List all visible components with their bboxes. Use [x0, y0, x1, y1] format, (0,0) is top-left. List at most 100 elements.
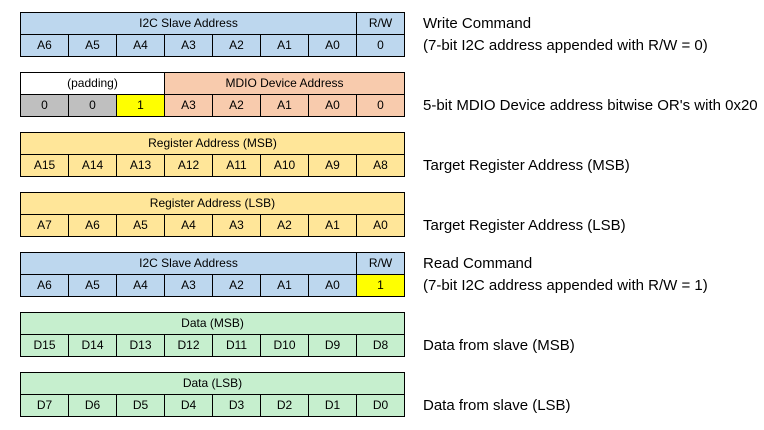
field-header-cell: Register Address (MSB): [20, 132, 405, 155]
bit-cell: A1: [308, 214, 357, 237]
row-description: 5-bit MDIO Device address bitwise OR's w…: [423, 95, 758, 117]
field-header-cell: R/W: [356, 252, 405, 275]
bit-cell: D6: [68, 394, 117, 417]
bit-cell: A0: [356, 214, 405, 237]
bit-cell: A2: [212, 34, 261, 57]
row-description: Write Command (7-bit I2C address appended…: [423, 13, 708, 57]
field-header-cell: (padding): [20, 72, 165, 95]
bit-cell: A5: [68, 274, 117, 297]
bit-cell: 0: [68, 94, 117, 117]
bit-cell: A14: [68, 154, 117, 177]
field-header-cell: I2C Slave Address: [20, 252, 357, 275]
field-header-cell: Register Address (LSB): [20, 192, 405, 215]
row-description: Target Register Address (MSB): [423, 155, 630, 177]
bit-cell: A12: [164, 154, 213, 177]
field-header-row: Data (LSB): [20, 372, 405, 395]
bit-cell: A2: [212, 274, 261, 297]
bit-cell: D11: [212, 334, 261, 357]
bit-cell: A3: [164, 274, 213, 297]
bit-cell: 1: [116, 94, 165, 117]
bit-cell: D15: [20, 334, 69, 357]
bit-cell: D10: [260, 334, 309, 357]
bit-cell: D0: [356, 394, 405, 417]
bit-cell: A3: [164, 34, 213, 57]
bit-cell: D2: [260, 394, 309, 417]
row-description-line: Target Register Address (MSB): [423, 157, 630, 174]
field-header-cell: Data (MSB): [20, 312, 405, 335]
bit-cell: A6: [20, 34, 69, 57]
bit-cell: A3: [212, 214, 261, 237]
bit-cell: A9: [308, 154, 357, 177]
field-header-cell: MDIO Device Address: [164, 72, 405, 95]
bit-cell: A6: [20, 274, 69, 297]
bit-cell: A4: [164, 214, 213, 237]
row-description: Data from slave (MSB): [423, 335, 575, 357]
row-description: Data from slave (LSB): [423, 395, 571, 417]
bit-cell: A0: [308, 34, 357, 57]
row-description-line: 5-bit MDIO Device address bitwise OR's w…: [423, 97, 758, 114]
bit-cell: A1: [260, 94, 309, 117]
row-description-line: Target Register Address (LSB): [423, 217, 626, 234]
row-description-line: (7-bit I2C address appended with R/W = 0…: [423, 37, 708, 54]
bit-cell: A8: [356, 154, 405, 177]
bit-cell: A15: [20, 154, 69, 177]
field-header-row: Register Address (MSB): [20, 132, 405, 155]
bit-cell: D1: [308, 394, 357, 417]
bit-cell: D5: [116, 394, 165, 417]
bit-cell: A5: [116, 214, 165, 237]
bit-cell: A5: [68, 34, 117, 57]
row-description-line: (7-bit I2C address appended with R/W = 1…: [423, 277, 708, 294]
field-header-cell: R/W: [356, 12, 405, 35]
row-description: Read Command (7-bit I2C address appended …: [423, 253, 708, 297]
bit-cell: 0: [20, 94, 69, 117]
field-header-row: Data (MSB): [20, 312, 405, 335]
field-header-cell: Data (LSB): [20, 372, 405, 395]
row-description-line: Data from slave (MSB): [423, 337, 575, 354]
bit-cell: A0: [308, 94, 357, 117]
field-header-row: Register Address (LSB): [20, 192, 405, 215]
bit-cell: A0: [308, 274, 357, 297]
bit-cell: A3: [164, 94, 213, 117]
bit-cell: A6: [68, 214, 117, 237]
bit-cell: A4: [116, 274, 165, 297]
row-description-line: Write Command: [423, 15, 532, 32]
bit-cell: A2: [212, 94, 261, 117]
bit-cell: A1: [260, 274, 309, 297]
field-header-cell: I2C Slave Address: [20, 12, 357, 35]
bit-cell: 0: [356, 34, 405, 57]
bit-cell: A2: [260, 214, 309, 237]
bit-cell: A1: [260, 34, 309, 57]
bit-cell: D14: [68, 334, 117, 357]
bit-cell: D9: [308, 334, 357, 357]
bit-cell: D8: [356, 334, 405, 357]
bit-cell: D13: [116, 334, 165, 357]
bit-cell: A10: [260, 154, 309, 177]
bit-cell: D4: [164, 394, 213, 417]
bit-cell: D7: [20, 394, 69, 417]
bit-cell: A11: [212, 154, 261, 177]
bit-cell: 0: [356, 94, 405, 117]
row-description-line: Read Command: [423, 255, 533, 272]
bit-cell: D12: [164, 334, 213, 357]
